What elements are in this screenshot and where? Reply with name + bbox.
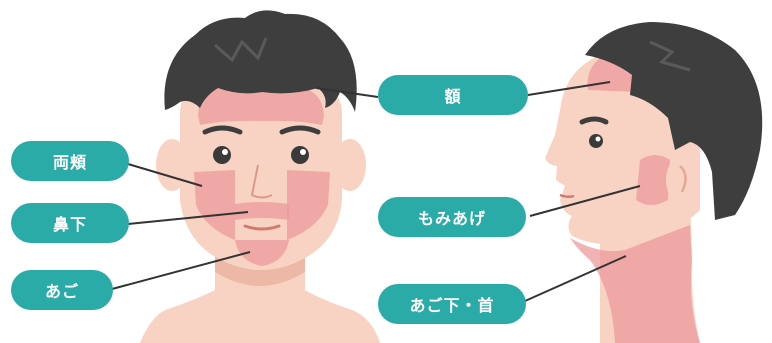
leader-line-neck bbox=[524, 255, 627, 302]
front-right-eyebrow bbox=[279, 125, 321, 135]
front-hair bbox=[164, 10, 357, 112]
label-forehead: 額 bbox=[378, 75, 528, 115]
front-left-cheek-highlight bbox=[194, 170, 235, 240]
side-hair bbox=[585, 22, 763, 220]
side-hair-detail bbox=[649, 40, 691, 72]
front-right-eye-shine bbox=[300, 149, 306, 155]
leader-line-forehead-side bbox=[527, 81, 611, 96]
side-eye-shine bbox=[595, 136, 601, 142]
label-under-chin-neck: あご下・首 bbox=[378, 284, 526, 324]
front-face-illustration bbox=[140, 10, 380, 343]
label-cheeks: 両頬 bbox=[11, 141, 129, 181]
side-eye bbox=[589, 134, 603, 148]
side-face-illustration bbox=[545, 22, 763, 343]
front-left-eyebrow bbox=[202, 125, 243, 135]
side-mouth bbox=[559, 193, 575, 199]
leader-line-chin bbox=[111, 251, 251, 290]
leader-line-sideburns bbox=[529, 185, 641, 217]
side-ear-detail bbox=[679, 165, 687, 193]
label-chin: あご bbox=[11, 270, 113, 310]
leader-line-cheeks bbox=[127, 163, 203, 187]
side-ear bbox=[666, 156, 698, 204]
side-eyebrow bbox=[579, 116, 609, 125]
label-sideburns: もみあげ bbox=[378, 197, 526, 237]
leader-line-under-nose bbox=[127, 211, 249, 225]
front-mouth bbox=[243, 224, 281, 231]
label-under-nose: 鼻下 bbox=[11, 203, 129, 243]
front-neck-shadow bbox=[215, 255, 305, 286]
leader-line-forehead-front bbox=[315, 87, 379, 98]
front-forehead-highlight bbox=[198, 85, 324, 125]
front-chin-highlight bbox=[235, 240, 289, 266]
front-neck bbox=[140, 255, 380, 343]
front-right-cheek-highlight bbox=[287, 170, 330, 240]
leader-lines bbox=[111, 81, 641, 302]
front-hair-detail bbox=[214, 37, 268, 63]
front-left-eye bbox=[213, 146, 231, 164]
front-under-nose-highlight bbox=[235, 202, 289, 220]
side-neck-highlight bbox=[570, 225, 700, 343]
front-left-eye-shine bbox=[222, 149, 228, 155]
side-sideburn-highlight bbox=[636, 155, 670, 205]
front-right-eye bbox=[291, 146, 309, 164]
front-nose bbox=[250, 164, 273, 199]
